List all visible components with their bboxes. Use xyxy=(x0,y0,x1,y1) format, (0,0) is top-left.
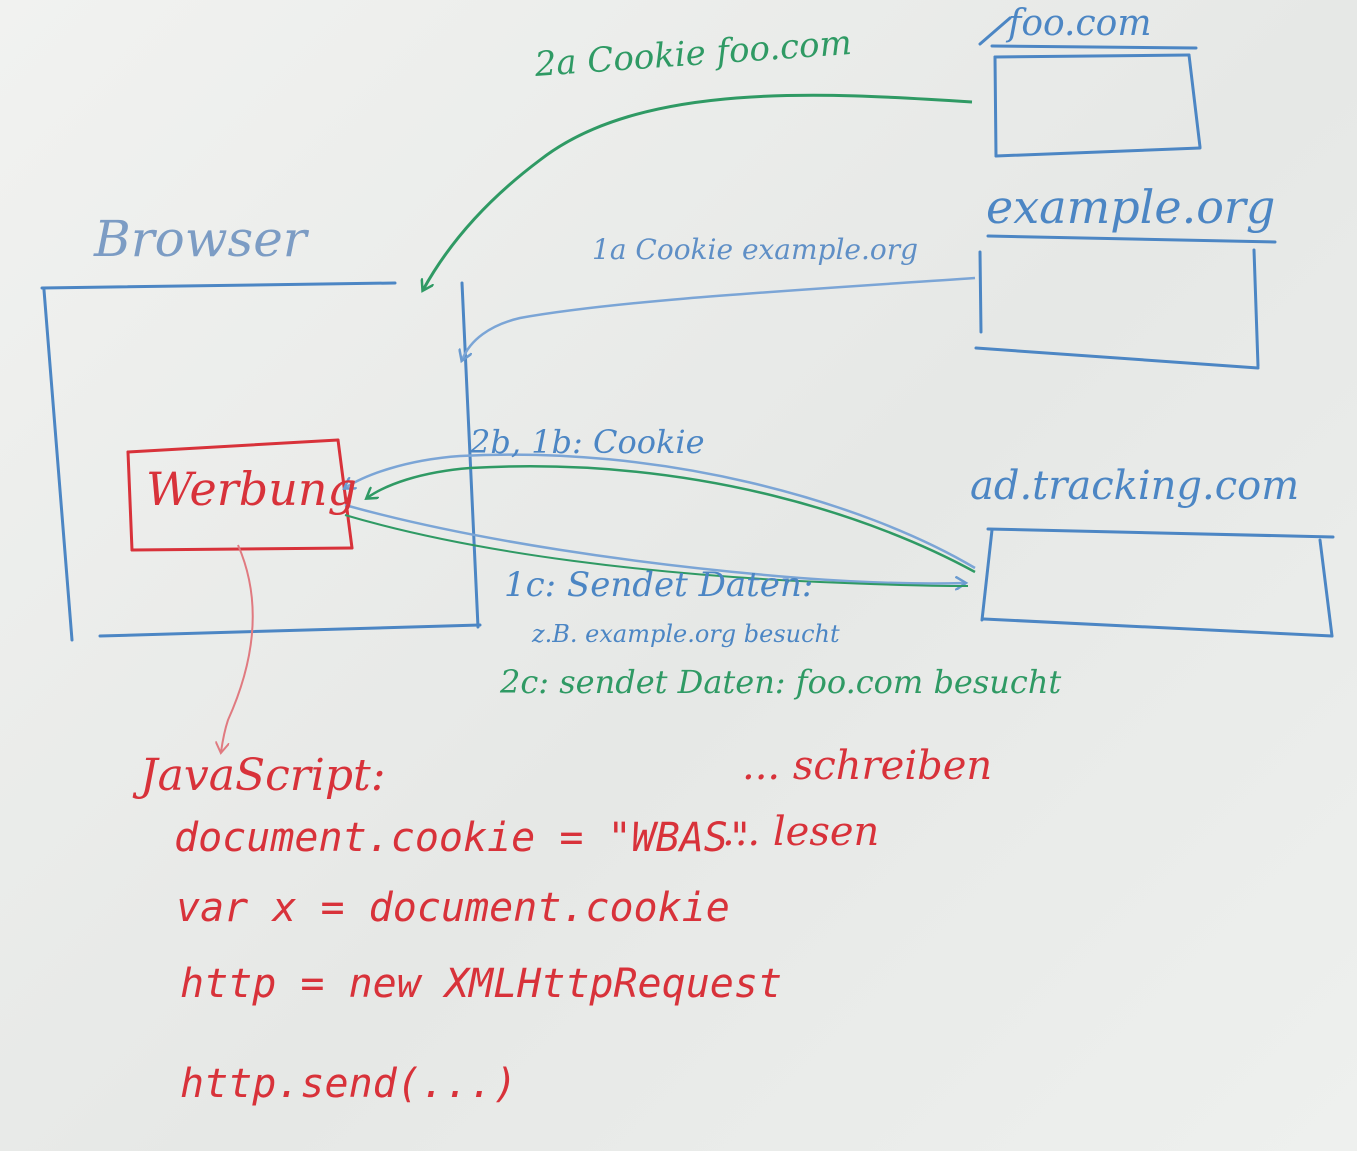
browser-label: Browser xyxy=(94,210,307,268)
tracking-label: ad.tracking.com xyxy=(970,463,1300,509)
js-line-2-note: ... lesen xyxy=(722,809,880,855)
tracking-box xyxy=(980,527,1335,638)
edge-werbung-js-arrow xyxy=(221,544,254,752)
edge-2c-label: 2c: sendet Daten: foo.com besucht xyxy=(500,663,1062,701)
edge-1b-arrow xyxy=(345,453,976,570)
js-heading: JavaScript: xyxy=(140,750,386,801)
edge-1c-label: 1c: Sendet Daten: xyxy=(504,565,814,605)
edge-2b-arrow xyxy=(367,465,976,574)
foo-box xyxy=(978,16,1202,158)
edge-2b1b-label: 2b, 1b: Cookie xyxy=(470,423,705,461)
js-line-2-code: var x = document.cookie xyxy=(176,885,730,931)
edge-1a-arrow xyxy=(462,276,976,360)
edge-1c-sublabel: z.B. example.org besucht xyxy=(532,620,840,648)
js-line-1-code: document.cookie = "WBAS" xyxy=(174,815,752,861)
example-box xyxy=(974,234,1277,370)
werbung-box xyxy=(126,438,354,552)
edge-1a-label: 1a Cookie example.org xyxy=(592,233,919,266)
edge-2c-arrow xyxy=(344,514,969,587)
example-label: example.org xyxy=(986,180,1276,234)
js-line-4-code: http.send(...) xyxy=(180,1061,518,1107)
js-line-3-code: http = new XMLHttpRequest xyxy=(180,961,783,1007)
edge-2a-arrow xyxy=(423,93,973,290)
edge-1c-arrow xyxy=(344,503,965,583)
js-line-1-note: ... schreiben xyxy=(742,743,993,789)
foo-label: foo.com xyxy=(1008,3,1152,44)
werbung-label: Werbung xyxy=(146,462,357,516)
